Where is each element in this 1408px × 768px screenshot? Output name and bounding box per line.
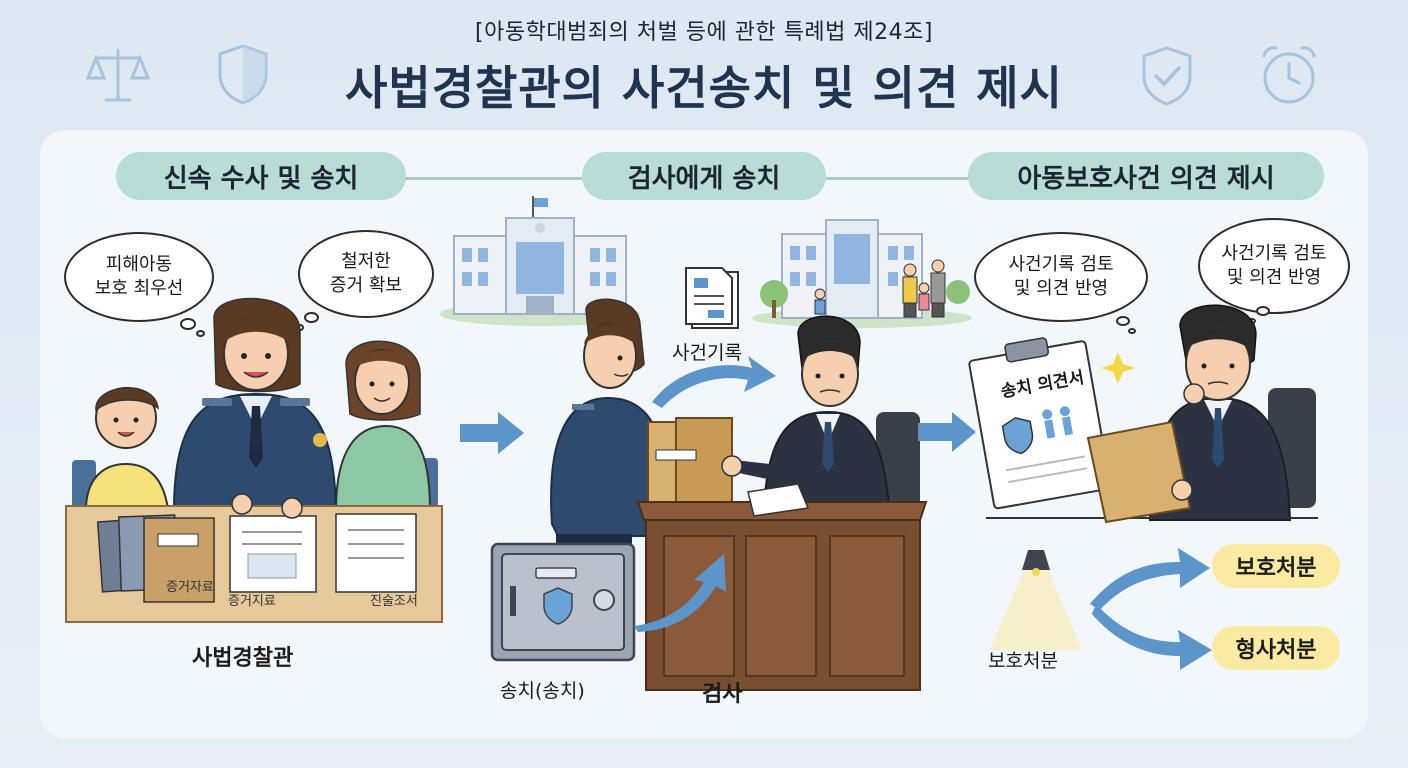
bubble-tail [180, 318, 196, 330]
page-title: 사법경찰관의 사건송치 및 의견 제시 [345, 61, 1063, 115]
prosecutor-caption: 검사 [702, 682, 743, 707]
step-pill-label: 검사에게 송치 [627, 163, 781, 194]
courthouse-with-family-illustration [752, 219, 972, 328]
curved-arrow-icon [634, 554, 726, 632]
lamp-spotlight-icon [990, 550, 1082, 650]
police-officer-with-child-and-mother-illustration [65, 297, 443, 623]
case-records-label: 사건기록 [672, 342, 742, 364]
law-subtitle: [아동학대범죄의 처벌 등에 관한 특례법 제24조] [475, 20, 933, 45]
document-label-statement: 진술조서 [370, 594, 418, 609]
speech-bubble-evidence: 철저한 증거 확보 [298, 230, 434, 318]
reviewing-prosecutor-illustration [968, 304, 1318, 524]
document-label-evidence: 증거지료 [228, 594, 276, 609]
step-pill-2: 검사에게 송치 [582, 152, 826, 200]
safe-icon [490, 542, 636, 662]
step-pill-label: 아동보호사건 의견 제시 [1017, 163, 1275, 194]
transfer-label: 송치(송치) [500, 680, 585, 702]
shield-check-icon [1142, 46, 1192, 106]
branch-arrow-up-icon [1090, 548, 1210, 610]
step-pill-3: 아동보호사건 의견 제시 [968, 152, 1324, 200]
judicial-police-caption: 사법경찰관 [192, 646, 294, 671]
speech-bubble-child-protection: 피해아동 보호 최우선 [64, 232, 214, 322]
step-pill-1: 신속 수사 및 송치 [116, 152, 406, 200]
bubble-tail [1256, 306, 1270, 316]
right-arrow-icon [460, 412, 524, 454]
outcome-protective-disposition: 보호처분 [1212, 544, 1340, 588]
case-records-document-icon [685, 267, 739, 329]
curved-arrow-icon [652, 356, 776, 408]
shield-icon [218, 44, 268, 105]
bubble-tail [1116, 316, 1130, 326]
branch-arrow-down-icon [1092, 604, 1212, 670]
bubble-tail [304, 312, 319, 323]
step-pill-label: 신속 수사 및 송치 [163, 163, 359, 194]
scales-icon [85, 48, 151, 102]
speech-bubble-case-review-left: 사건기록 검토 및 의견 반영 [974, 232, 1148, 322]
folder-label: 증거자료 [166, 580, 214, 595]
speech-bubble-case-review-right: 사건기록 검토 및 의견 반영 [1198, 218, 1350, 314]
right-arrow-icon [918, 412, 976, 452]
bubble-tail [1128, 328, 1136, 334]
alarm-clock-icon [1262, 46, 1316, 104]
bubble-tail [196, 330, 205, 337]
lamp-label-protective-disposition: 보호처분 [988, 650, 1058, 672]
outcome-criminal-disposition: 형사처분 [1212, 626, 1340, 670]
